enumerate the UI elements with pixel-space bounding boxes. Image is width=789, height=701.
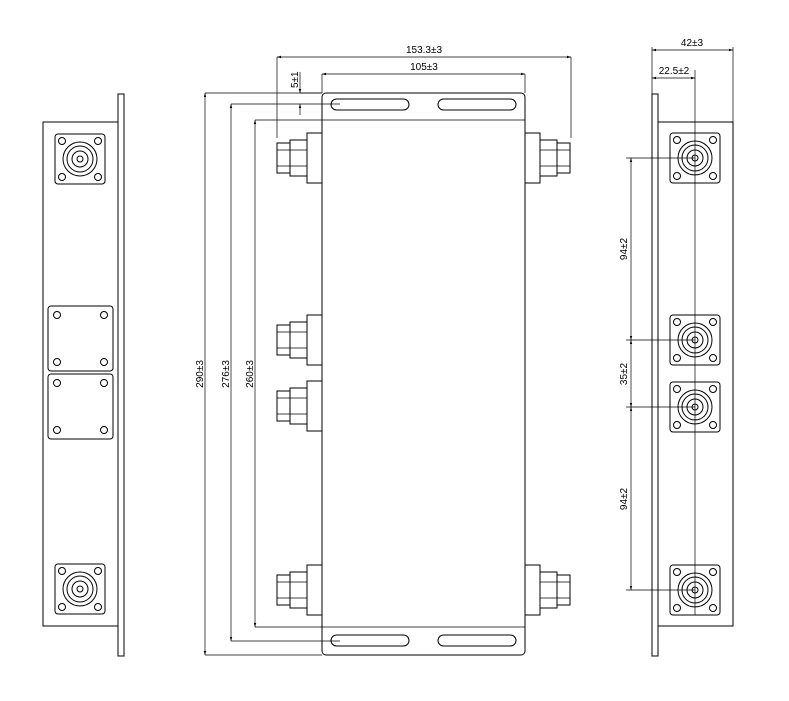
dim-body-width: 105±3 [321, 62, 526, 93]
right-view-flange [651, 93, 659, 657]
dim-label-overall-width: 153.3±3 [406, 45, 443, 56]
dim-label-port-spacing-upper: 94±2 [619, 237, 630, 260]
left-view-connector-bottom [54, 563, 106, 615]
dim-label-body-width: 105±3 [410, 62, 438, 73]
right-side-view: 42±3 22.5±2 94±2 35±2 94±2 [619, 38, 734, 657]
front-connector-left-3 [276, 380, 323, 432]
mounting-slot [437, 634, 517, 647]
dim-label-hole-spacing: 276±3 [221, 360, 232, 388]
dim-overall-length: 290±3 [195, 92, 322, 656]
dim-depth: 42±3 [651, 38, 734, 122]
front-connector-left-4 [276, 564, 323, 616]
dim-label-flange-offset: 5±1 [290, 71, 301, 88]
left-view-cover-plate-lower [47, 373, 114, 440]
left-view-cover-plate-upper [47, 305, 114, 372]
mounting-slot [330, 634, 410, 647]
dim-connector-offset: 22.5±2 [652, 66, 696, 615]
dim-label-connector-offset: 22.5±2 [659, 66, 690, 77]
dim-hole-spacing: 276±3 [221, 103, 340, 642]
right-view-body [657, 121, 734, 627]
dim-label-port-spacing-lower: 94±2 [619, 487, 630, 510]
front-connector-right-2 [524, 564, 571, 616]
dim-label-port-spacing-middle: 35±2 [619, 362, 630, 385]
mounting-slot [330, 98, 410, 111]
front-connector-left-1 [276, 132, 323, 184]
left-view-flange [117, 93, 125, 657]
mounting-slot [437, 98, 517, 111]
left-side-view [42, 93, 125, 657]
left-view-connector-top [54, 133, 106, 185]
dim-overall-width: 153.3±3 [276, 45, 572, 138]
front-connector-left-2 [276, 314, 323, 366]
front-view: 153.3±3 105±3 5±1 290±3 276±3 [195, 45, 572, 656]
dim-label-body-length: 260±3 [245, 360, 256, 388]
front-view-flange [321, 92, 526, 656]
dim-port-spacing-chain: 94±2 35±2 94±2 [619, 157, 695, 591]
front-connector-right-1 [524, 132, 571, 184]
dim-label-overall-length: 290±3 [195, 360, 206, 388]
dim-body-length: 260±3 [245, 119, 322, 628]
dim-label-depth: 42±3 [681, 38, 704, 49]
